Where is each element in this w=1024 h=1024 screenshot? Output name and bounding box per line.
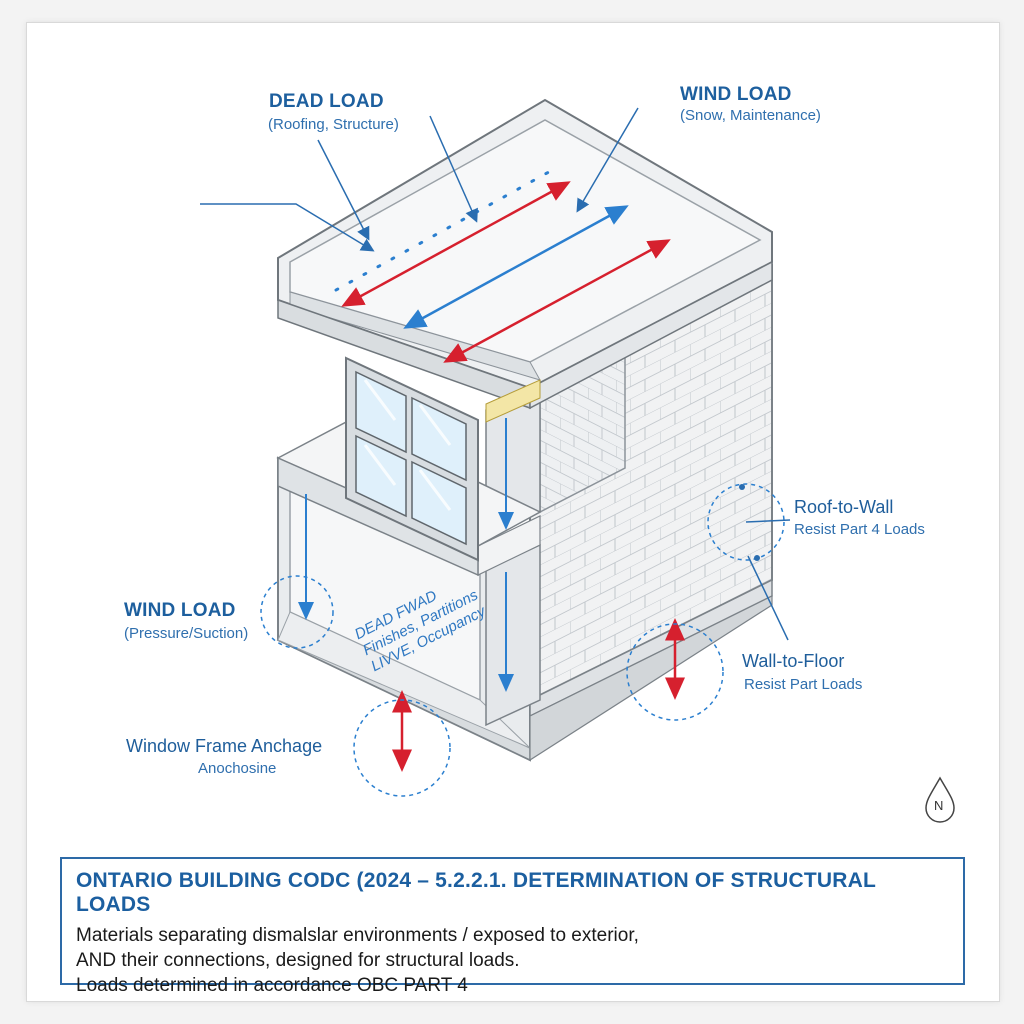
window-frame-circle [353,699,451,797]
roof-dotted-line [334,166,558,292]
window [345,356,479,562]
roof-to-wall-circle [707,483,785,561]
wall-to-floor-sub: Resist Part Loads [744,676,863,693]
detail-circles [260,483,785,797]
wall-columns [477,382,541,727]
wall-load-arrows [298,418,514,692]
code-box-title: ONTARIO BUILDING CODC (2024 – 5.2.2.1. D… [76,869,876,916]
compass-icon [925,776,955,823]
dead-load-top-sub: (Roofing, Structure) [268,116,399,133]
compass-letter: N [934,798,944,813]
code-box-line-2: AND their connections, designed for stru… [76,950,520,971]
wall-to-floor-circle [626,623,724,721]
wind-load-circle [260,575,334,649]
code-box-line-1: Materials separating dismalslar environm… [76,925,639,946]
leader-lines [200,107,791,641]
wind-load-top-title: WIND LOAD [680,84,792,105]
roof-red-arrow-2 [443,239,671,363]
wall-to-floor-title: Wall-to-Floor [742,651,845,671]
roof-to-wall-title: Roof-to-Wall [794,497,894,517]
wind-load-left-title: WIND LOAD [124,600,236,621]
code-reference-box: ONTARIO BUILDING CODC (2024 – 5.2.2.1. D… [60,857,965,996]
roof-load-arrows [334,166,671,363]
window-frame-sub: Anochosine [198,760,277,777]
wind-load-left-sub: (Pressure/Suction) [124,625,249,642]
code-box-line-3: Loads determined in accordance OBC PART … [76,975,468,996]
dead-load-top-title: DEAD LOAD [269,91,384,112]
roof-to-wall-sub: Resist Part 4 Loads [794,521,925,538]
window-frame-title: Window Frame Anchage [126,736,323,756]
connection-arrows [392,618,685,772]
wind-load-top-sub: (Snow, Maintenance) [680,107,821,124]
